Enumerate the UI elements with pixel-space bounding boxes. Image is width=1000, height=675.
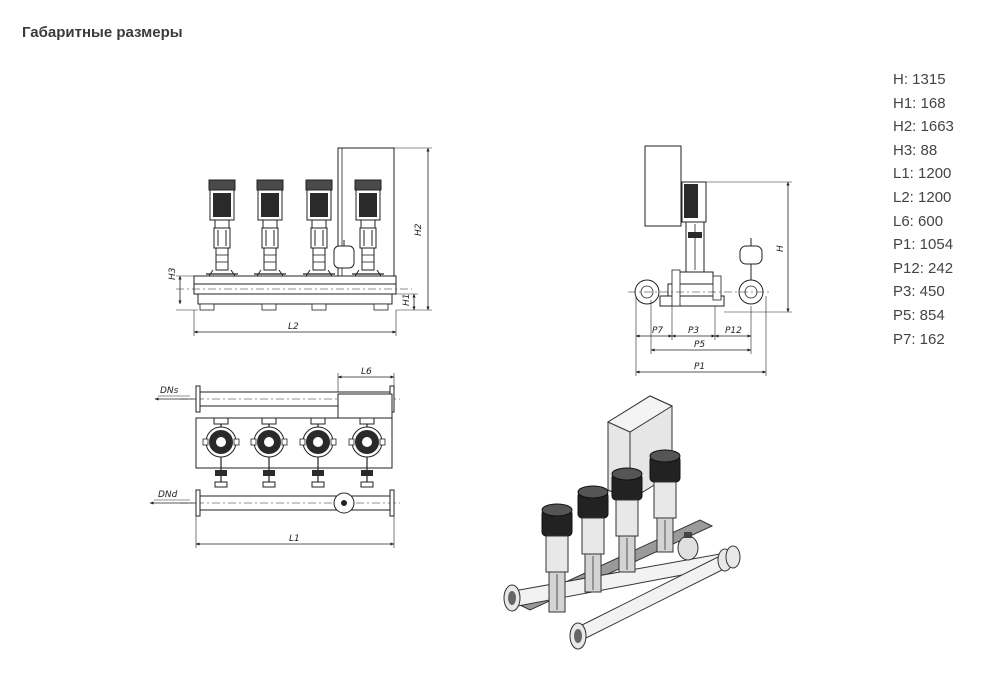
dimension-h1: H1: 168 bbox=[893, 94, 946, 112]
dimension-h2: H2: 1663 bbox=[893, 118, 954, 136]
dimension-p5: P5: 854 bbox=[893, 306, 945, 324]
label-l1: L1 bbox=[289, 534, 300, 544]
page-title: Габаритные размеры bbox=[22, 24, 183, 41]
side-view: H P7 P3 P12 P5 P1 bbox=[628, 145, 792, 376]
label-p3: P3 bbox=[688, 326, 699, 336]
label-p5: P5 bbox=[694, 340, 705, 350]
dimension-l2: L2: 1200 bbox=[893, 188, 952, 206]
label-l2: L2 bbox=[288, 322, 299, 332]
label-p1: P1 bbox=[694, 362, 705, 372]
top-view: L6 DNs DNd L1 bbox=[149, 367, 400, 548]
label-l6: L6 bbox=[361, 367, 372, 377]
label-dns: DNs bbox=[160, 386, 179, 396]
dimension-l6: L6: 600 bbox=[893, 212, 944, 230]
label-p7: P7 bbox=[652, 326, 663, 336]
dimension-h: H: 1315 bbox=[893, 71, 946, 88]
label-h2: H2 bbox=[414, 223, 424, 236]
dimension-p3: P3: 450 bbox=[893, 283, 945, 301]
dimension-h3: H3: 88 bbox=[893, 141, 938, 159]
label-p12: P12 bbox=[725, 326, 742, 336]
label-dnd: DNd bbox=[158, 490, 178, 500]
dimension-p1: P1: 1054 bbox=[893, 236, 954, 254]
label-h3: H3 bbox=[168, 267, 178, 280]
dimensions-list: H: 1315 H1: 168 H2: 1663 H3: 88 L1: 1200… bbox=[893, 68, 993, 351]
front-view: H2 H1 H3 L2 bbox=[168, 147, 432, 336]
label-h1: H1 bbox=[402, 294, 412, 307]
dimension-p12: P12: 242 bbox=[893, 259, 954, 277]
isometric-view bbox=[503, 395, 741, 650]
dimension-p7: P7: 162 bbox=[893, 330, 945, 348]
label-h: H bbox=[776, 245, 786, 252]
dimension-l1: L1: 1200 bbox=[893, 165, 952, 183]
